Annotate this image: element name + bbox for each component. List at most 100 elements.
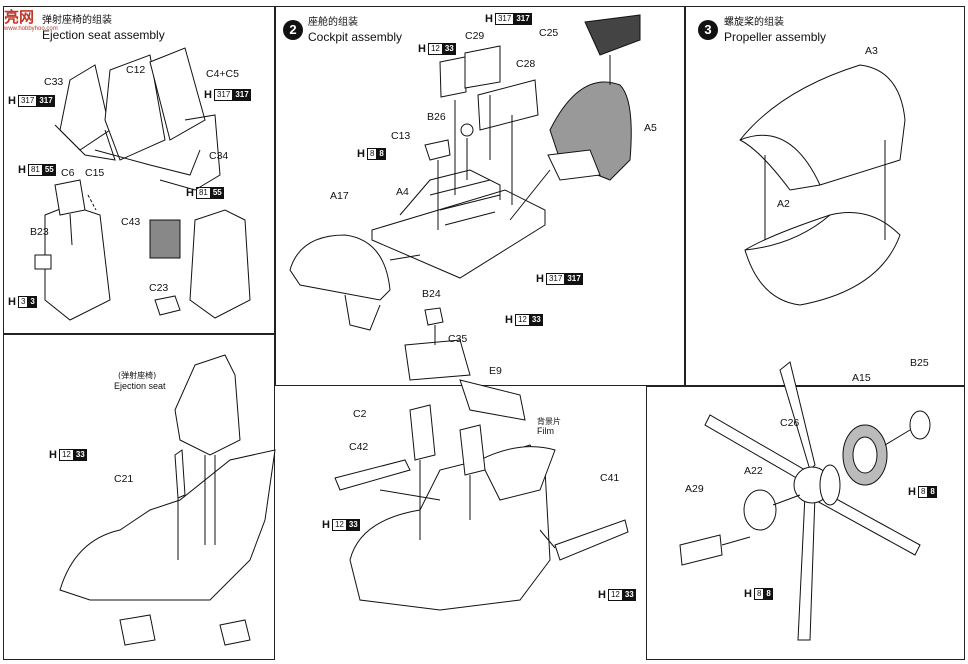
panel-propeller-bottom bbox=[646, 386, 965, 660]
part-label-c35: C35 bbox=[448, 333, 468, 345]
panel-parts-drawing bbox=[424, 14, 641, 161]
paint-ref-code-dark: 33 bbox=[442, 43, 456, 55]
part-label-a3: A3 bbox=[865, 45, 878, 57]
paint-ref-h: H bbox=[598, 589, 606, 601]
paint-ref-h: H bbox=[908, 486, 916, 498]
paint-ref-h: H bbox=[204, 89, 212, 101]
paint-ref-code: 317 bbox=[17, 95, 38, 107]
step2-number: 2 bbox=[283, 20, 303, 40]
part-label-c15: C15 bbox=[85, 167, 105, 179]
paint-ref-code: 12 bbox=[514, 314, 530, 326]
part-label-e9: E9 bbox=[489, 365, 502, 377]
paint-ref-code: 8 bbox=[917, 486, 929, 498]
part-label-c43: C43 bbox=[121, 216, 141, 228]
part-label-c29: C29 bbox=[465, 30, 485, 42]
paint-ref-h: H bbox=[485, 13, 493, 25]
paint-ref-code: 317 bbox=[213, 89, 234, 101]
step3-header-en: Propeller assembly bbox=[724, 30, 827, 44]
part-label-a2: A2 bbox=[777, 198, 790, 210]
paint-ref-h: H bbox=[8, 95, 16, 107]
step3-header: 螺旋桨的组装 Propeller assembly bbox=[724, 16, 826, 44]
paint-ref-h: H bbox=[18, 164, 26, 176]
part-label-c23: C23 bbox=[149, 282, 169, 294]
part-label-a29: A29 bbox=[685, 483, 704, 495]
paint-ref-code-dark: 3 bbox=[28, 296, 37, 308]
part-label-a17: A17 bbox=[330, 190, 349, 202]
paint-ref-code-dark: 33 bbox=[73, 449, 87, 461]
ejection-seat-note-en: Ejection seat bbox=[114, 381, 166, 391]
step2-header-en: Cockpit assembly bbox=[308, 30, 403, 44]
paint-ref-h: H bbox=[8, 296, 16, 308]
paint-ref-h: H bbox=[186, 187, 194, 199]
paint-ref-code: 317 bbox=[494, 13, 515, 25]
step1-header-en: Ejection seat assembly bbox=[42, 28, 165, 42]
bulkhead-a17-drawing bbox=[289, 234, 391, 331]
part-label-b26: B26 bbox=[427, 111, 446, 123]
paint-ref-code: 8 bbox=[366, 148, 378, 160]
part-label-c21: C21 bbox=[114, 473, 134, 485]
paint-ref-code-dark: 55 bbox=[210, 187, 224, 199]
paint-ref-code-dark: 55 bbox=[42, 164, 56, 176]
cockpit-assembly-lines bbox=[389, 55, 611, 261]
paint-ref-h: H bbox=[505, 314, 513, 326]
part-label-b24: B24 bbox=[422, 288, 441, 300]
paint-ref-code: 12 bbox=[58, 449, 74, 461]
paint-ref-code: 3 bbox=[17, 296, 29, 308]
seat-front-drawing bbox=[34, 179, 251, 321]
paint-ref-code-dark: 8 bbox=[764, 588, 773, 600]
part-label-c13: C13 bbox=[391, 130, 411, 142]
paint-ref-code: 81 bbox=[195, 187, 211, 199]
bulkhead-a5-drawing bbox=[547, 81, 632, 181]
paint-ref-code-dark: 8 bbox=[928, 486, 937, 498]
watermark-url: www.hobbyhoo.com bbox=[4, 26, 58, 32]
part-label-c12: C12 bbox=[126, 64, 146, 76]
paint-ref-code-dark: 317 bbox=[37, 95, 55, 107]
ejection-seat-note-zh: (弹射座椅) bbox=[118, 371, 157, 380]
step3-header-zh: 螺旋桨的组装 bbox=[724, 17, 784, 28]
paint-ref-code: 12 bbox=[607, 589, 623, 601]
seat-rear-drawing bbox=[54, 47, 221, 191]
part-label-c26: C26 bbox=[780, 417, 800, 429]
paint-ref-code: 12 bbox=[427, 43, 443, 55]
watermark-logo: 亮网 bbox=[4, 8, 35, 26]
part-label-c41: C41 bbox=[600, 472, 620, 484]
part-label-c2: C2 bbox=[353, 408, 367, 420]
film-note-zh: 背景片 bbox=[537, 417, 561, 426]
paint-ref-code: 8 bbox=[753, 588, 765, 600]
part-label-c6: C6 bbox=[61, 167, 75, 179]
part-label-c4c5: C4+C5 bbox=[206, 68, 239, 80]
part-label-c28: C28 bbox=[516, 58, 536, 70]
part-label-a5: A5 bbox=[644, 122, 657, 134]
paint-ref-code-dark: 33 bbox=[529, 314, 543, 326]
paint-ref-code-dark: 33 bbox=[622, 589, 636, 601]
paint-ref-code-dark: 33 bbox=[346, 519, 360, 531]
panel-propeller-top bbox=[685, 6, 965, 386]
fuselage-seat-drawing bbox=[59, 354, 276, 646]
paint-ref-code-dark: 317 bbox=[233, 89, 251, 101]
part-label-c34: C34 bbox=[209, 150, 229, 162]
paint-ref-code: 317 bbox=[545, 273, 566, 285]
paint-ref-h: H bbox=[322, 519, 330, 531]
part-label-b23: B23 bbox=[30, 226, 49, 238]
paint-ref-h: H bbox=[536, 273, 544, 285]
step2-header: 座舱的组装 Cockpit assembly bbox=[308, 16, 402, 44]
part-label-b25: B25 bbox=[910, 357, 929, 369]
film-note-en: Film bbox=[537, 426, 554, 436]
step1-header: 弹射座椅的组装 Ejection seat assembly bbox=[42, 14, 165, 42]
paint-ref-code: 81 bbox=[27, 164, 43, 176]
paint-ref-h: H bbox=[49, 449, 57, 461]
cowl-a2-drawing bbox=[744, 140, 901, 306]
part-label-c33: C33 bbox=[44, 76, 64, 88]
